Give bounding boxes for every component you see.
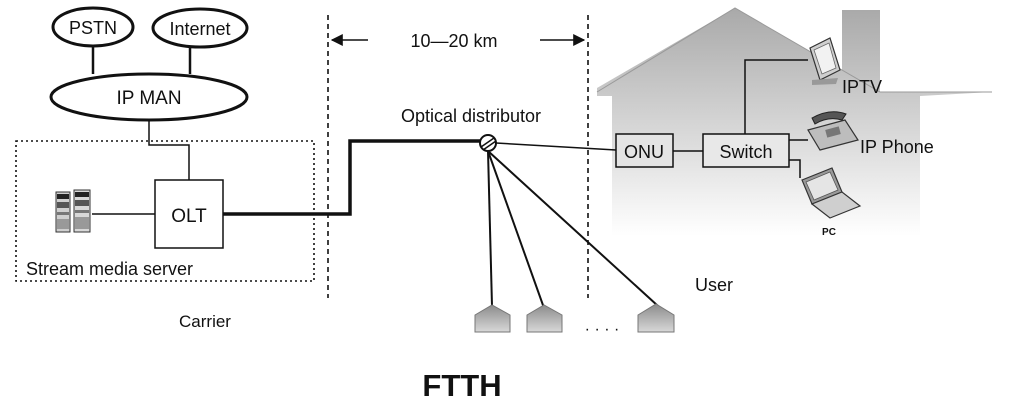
small-house-icon — [637, 303, 675, 333]
onu-box — [615, 133, 674, 168]
carrier-region — [15, 140, 315, 282]
internet-label: Internet — [169, 19, 230, 39]
iptv-label: IPTV — [842, 77, 882, 97]
diagram-caption: FTTH — [422, 368, 502, 403]
ip-phone-icon — [807, 111, 859, 151]
carrier-label: Carrier — [179, 312, 231, 331]
laptop-icon — [801, 167, 862, 219]
stream-server-label: Stream media server — [26, 259, 193, 279]
server-icon — [55, 189, 91, 233]
pstn-label: PSTN — [69, 18, 117, 38]
small-house-icon — [474, 304, 511, 333]
switch-box — [702, 133, 790, 168]
iptv-icon — [809, 37, 841, 85]
ip-phone-label: IP Phone — [860, 137, 934, 157]
internet-node — [151, 7, 249, 49]
more-houses-ellipsis: · · · · — [585, 321, 620, 338]
pc-label: PC — [822, 227, 836, 238]
splitter-label: Optical distributor — [401, 106, 541, 126]
onu-label: ONU — [624, 142, 664, 162]
trunk-fiber — [223, 139, 484, 216]
switch-label: Switch — [719, 142, 772, 162]
distance-label: 10—20 km — [410, 31, 497, 51]
olt-label: OLT — [171, 206, 207, 227]
user-label: User — [695, 275, 733, 295]
olt-box — [154, 179, 224, 249]
ip-man-label: IP MAN — [116, 88, 181, 109]
user-house — [597, 8, 992, 236]
small-house-icon — [526, 304, 563, 333]
